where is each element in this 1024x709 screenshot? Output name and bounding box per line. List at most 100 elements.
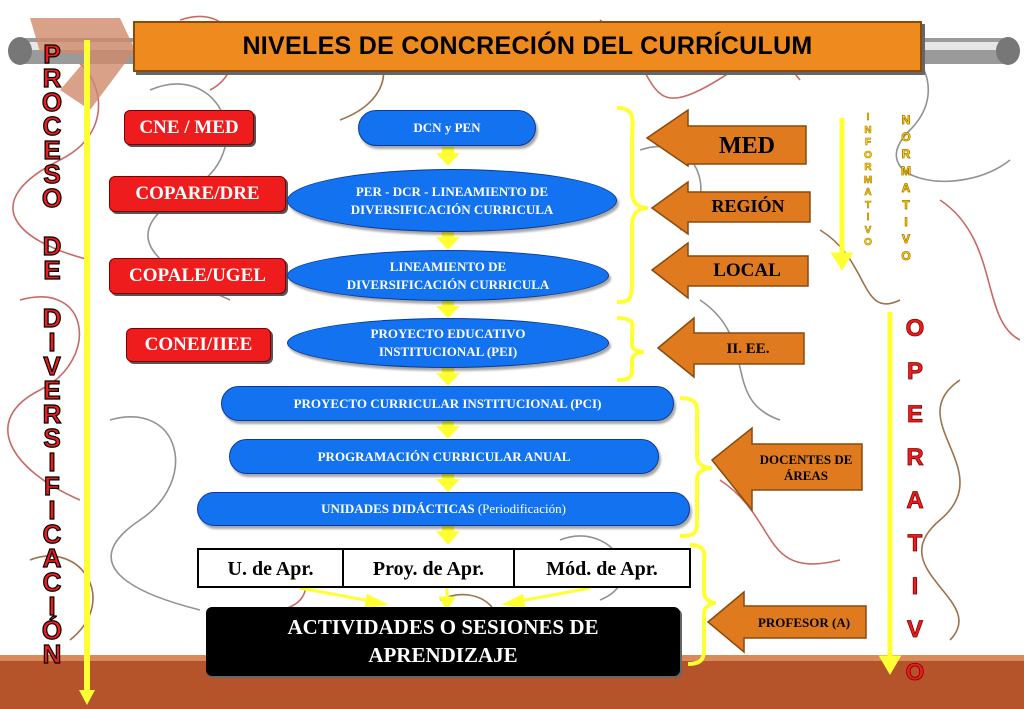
vertical-letter: N: [42, 639, 62, 669]
vertical-letter: V: [43, 351, 62, 381]
vertical-letter: M: [863, 174, 873, 186]
arrow-profesor: PROFESOR (A): [757, 614, 851, 630]
level-pei: PROYECTO EDUCATIVO INSTITUCIONAL (PEI): [287, 318, 609, 368]
level-pei-line1: PROYECTO EDUCATIVO: [370, 326, 526, 342]
vertical-letter: C: [42, 567, 62, 597]
vertical-letter: I: [866, 112, 870, 124]
vertical-letter: V: [901, 232, 911, 247]
level-programacion-anual: PROGRAMACIÓN CURRICULAR ANUAL: [229, 439, 659, 474]
level-pei-line2: INSTITUCIONAL (PEI): [378, 344, 518, 359]
vertical-letter: R: [864, 162, 872, 174]
arrow-med-shape: [645, 108, 807, 168]
vertical-letter: I: [48, 591, 56, 621]
vertical-letter: I: [48, 327, 56, 357]
final-box-line2: APRENDIZAJE: [368, 642, 518, 667]
arrow-med: MED: [719, 132, 775, 159]
vertical-letter: T: [902, 198, 910, 213]
vertical-letter: O: [905, 659, 925, 687]
vertical-letter: Ó: [41, 615, 63, 645]
vertical-letter: A: [864, 187, 872, 199]
level-programacion-text: PROGRAMACIÓN CURRICULAR ANUAL: [317, 448, 571, 464]
table-divider: [342, 550, 344, 588]
title-bar: NIVELES DE CONCRECIÓN DEL CURRÍCULUM: [133, 21, 922, 72]
label-cne-med: CNE / MED: [124, 110, 254, 145]
level-per-dcr-line2: DIVERSIFICACIÓN CURRICULA: [350, 201, 554, 217]
page-title: NIVELES DE CONCRECIÓN DEL CURRÍCULUM: [242, 32, 813, 60]
vertical-letter: E: [906, 401, 924, 429]
vertical-letter: D: [42, 231, 62, 261]
arrow-region: REGIÓN: [711, 196, 785, 217]
vertical-letter: C: [42, 519, 62, 549]
vertical-letter: P: [43, 39, 62, 69]
vertical-letter: A: [901, 181, 911, 196]
vertical-letter: T: [907, 530, 923, 558]
vertical-letter: I: [48, 495, 56, 525]
vertical-letter: V: [864, 224, 872, 236]
level-dcn-pen-text: DCN y PEN: [413, 120, 481, 135]
label-copare-dre: COPARE/DRE: [109, 176, 286, 212]
vertical-letter: O: [905, 315, 925, 343]
vertical-letter: E: [43, 255, 62, 285]
level-lineamiento-line2: DIVERSIFICACIÓN CURRICULA: [346, 276, 550, 292]
vertical-letter: O: [41, 87, 63, 117]
table-divider: [513, 550, 515, 588]
vertical-letter: P: [906, 358, 924, 386]
vertical-letter: S: [43, 423, 62, 453]
vertical-letter: E: [43, 375, 62, 405]
vertical-letter: O: [864, 149, 872, 161]
vertical-letter: N: [864, 124, 872, 136]
vertical-letter: N: [901, 113, 911, 128]
vertical-letter: A: [906, 487, 924, 515]
level-unidades-sub: (Periodificación): [477, 501, 566, 516]
arrow-local-shape: [650, 241, 809, 300]
vertical-letter: C: [42, 111, 62, 141]
level-lineamiento: LINEAMIENTO DE DIVERSIFICACIÓN CURRICULA: [287, 250, 609, 301]
arrow-region-shape: [650, 180, 811, 236]
vertical-letter: I: [48, 447, 56, 477]
label-copale-ugel: COPALE/UGEL: [109, 258, 286, 294]
vertical-letter: O: [901, 249, 911, 264]
level-pci: PROYECTO CURRICULAR INSTITUCIONAL (PCI): [221, 386, 674, 421]
vertical-letter: R: [42, 399, 62, 429]
vertical-letter: I: [866, 212, 870, 224]
level-lineamiento-line1: LINEAMIENTO DE: [389, 258, 507, 274]
level-unidades-text: UNIDADES DIDÁCTICAS: [321, 501, 475, 516]
arrow-local: LOCAL: [713, 259, 781, 281]
vertical-letter: F: [864, 137, 872, 149]
vertical-letter: S: [43, 159, 62, 189]
vertical-letter: T: [864, 199, 872, 211]
vertical-letter: O: [41, 183, 63, 213]
vertical-letter: I: [904, 215, 908, 230]
level-per-dcr-line1: PER - DCR - LINEAMIENTO DE: [355, 183, 549, 199]
vertical-letter: R: [906, 444, 924, 472]
final-activities-box: ACTIVIDADES O SESIONES DE APRENDIZAJE: [206, 607, 680, 676]
level-unidades-didacticas: UNIDADES DIDÁCTICAS (Periodificación): [197, 492, 690, 526]
vertical-letter: I: [911, 573, 919, 601]
units-table: U. de Apr. Proy. de Apr. Mód. de Apr.: [197, 548, 691, 588]
label-conei-iiee: CONEI/IIEE: [126, 328, 271, 362]
level-per-dcr: PER - DCR - LINEAMIENTO DE DIVERSIFICACIÓ…: [287, 169, 617, 232]
vertical-letter: E: [43, 135, 62, 165]
vertical-letter: O: [901, 130, 911, 145]
final-box-line1: ACTIVIDADES O SESIONES DE: [287, 615, 599, 640]
arrow-docentes-shape: [710, 426, 863, 513]
arrow-docentes: DOCENTES DE ÁREAS: [759, 451, 853, 483]
level-dcn-pen: DCN y PEN: [358, 110, 536, 146]
table-cell-proyecto: Proy. de Apr.: [372, 557, 485, 580]
vertical-letter: O: [864, 237, 872, 249]
vertical-letter: F: [43, 471, 60, 501]
arrow-iiee-shape: [656, 316, 805, 379]
vertical-letter: M: [901, 164, 912, 179]
